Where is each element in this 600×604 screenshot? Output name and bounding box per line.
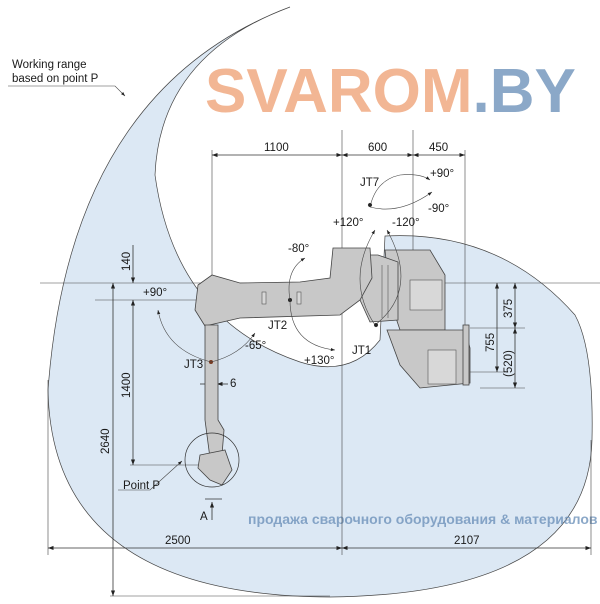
watermark-suffix: .BY: [473, 57, 576, 126]
dim-520: (520): [503, 350, 515, 377]
dimension-lines: [48, 152, 591, 596]
dim-140: 140: [121, 252, 133, 271]
jt1-plus-angle: +120°: [333, 217, 364, 229]
watermark-brand: SVAROM: [205, 57, 473, 126]
jt2-label: JT2: [268, 320, 287, 332]
dim-2640: 2640: [100, 428, 112, 454]
jt2-plus-angle: +130°: [304, 355, 335, 367]
jt3-plus-angle: +90°: [143, 287, 167, 299]
robot-forearm: [184, 324, 240, 488]
rotation-arcs: [118, 174, 433, 491]
jt3-minus-angle: -65°: [245, 340, 266, 352]
dim-1100: 1100: [264, 142, 289, 154]
dim-2500: 2500: [165, 535, 191, 547]
jt7-label: JT7: [360, 177, 379, 189]
jt7-plus-angle: +90°: [430, 168, 454, 180]
watermark-tagline-group: продажа сварочного оборудования & матери…: [248, 511, 598, 527]
working-range-label-line1: Working range: [12, 59, 87, 71]
working-range-leader: [8, 85, 126, 97]
view-a-label: A: [200, 511, 208, 523]
dim-600: 600: [368, 142, 387, 154]
robot-upper-arm: [194, 247, 373, 327]
jt3-label: JT3: [184, 359, 203, 371]
watermark-tagline: продажа сварочного оборудования & матери…: [248, 511, 598, 527]
dim-1400: 1400: [121, 372, 133, 398]
wrist-detail-circle: [184, 432, 240, 488]
dim-2107: 2107: [454, 535, 480, 547]
working-range-label-line2: based on point P: [12, 73, 99, 85]
dim-755: 755: [485, 333, 497, 352]
jt1-minus-angle: -120°: [392, 217, 420, 229]
dim-offset-6: 6: [230, 378, 236, 390]
svg-text:SVAROM.BY: SVAROM.BY: [205, 57, 576, 126]
jt1-label: JT1: [352, 345, 371, 357]
jt2-minus-angle: -80°: [288, 243, 309, 255]
watermark: SVAROM.BY: [205, 57, 576, 126]
dim-450: 450: [429, 142, 448, 154]
dim-375: 375: [503, 299, 515, 318]
point-p-label: Point P: [123, 480, 160, 492]
jt7-minus-angle: -90°: [428, 203, 449, 215]
